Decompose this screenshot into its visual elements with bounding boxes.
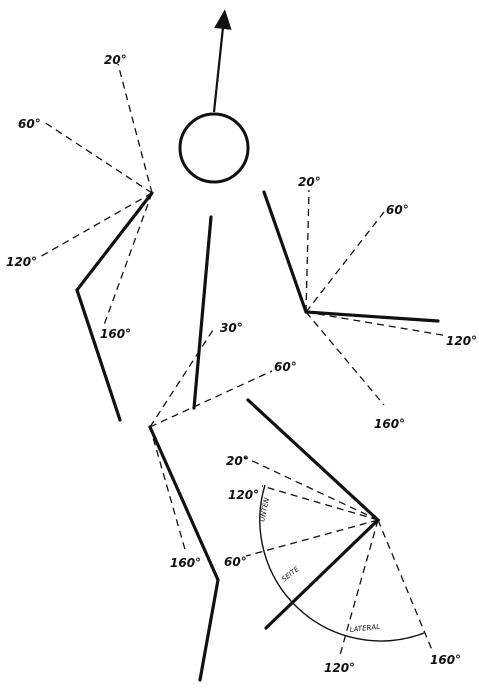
- right-arm-angle-60-line: [306, 212, 384, 312]
- left-arm-label-120: 120°: [6, 255, 37, 269]
- right-arm-angle-20-line: [306, 190, 309, 312]
- trunk-line: [194, 217, 211, 408]
- right-arm-label-20: 20°: [298, 175, 321, 189]
- left-arm-label-60: 60°: [18, 117, 41, 131]
- right-arm-segment: [264, 192, 438, 321]
- left-leg-angle-160-line: [150, 427, 186, 553]
- right-leg-angle-160-line: [378, 520, 432, 650]
- trunk-label-30: 30°: [220, 321, 243, 335]
- right-arm-label-60: 60°: [386, 203, 409, 217]
- trunk-angle-30-line: [150, 330, 213, 427]
- right-leg-group: [244, 400, 432, 655]
- head-circle: [180, 114, 248, 182]
- left-arm-angle-20-line: [118, 64, 152, 193]
- right-arm-label-160: 160°: [374, 417, 405, 431]
- left-arm-angle-160-line: [104, 193, 152, 325]
- right-leg-label-120-lower: 120°: [324, 661, 355, 675]
- right-arm-angle-160-line: [306, 312, 384, 405]
- arc-label-middle: SEITE: [280, 565, 301, 584]
- left-leg-group: [150, 371, 272, 680]
- left-arm-angle-120-line: [38, 193, 152, 258]
- right-leg-label-60: 60°: [224, 555, 247, 569]
- left-arm-label-20: 20°: [104, 53, 127, 67]
- right-arm-label-120: 120°: [446, 334, 477, 348]
- left-arm-segment: [77, 193, 152, 420]
- arc-label-upper: UNTEN: [258, 496, 271, 522]
- direction-arrow: [214, 18, 224, 112]
- right-leg-angle-arc: [260, 485, 424, 641]
- left-leg-label-60: 60°: [274, 360, 297, 374]
- right-leg-label-20: 20°: [226, 454, 249, 468]
- left-leg-angle-60-line: [150, 371, 272, 427]
- arc-label-lower: LATERAL: [349, 623, 380, 634]
- right-leg-label-160: 160°: [430, 653, 461, 667]
- right-leg-label-120-upper: 120°: [228, 488, 259, 502]
- left-arm-group: [38, 64, 152, 420]
- left-arm-label-160: 160°: [100, 327, 131, 341]
- left-leg-label-160: 160°: [170, 556, 201, 570]
